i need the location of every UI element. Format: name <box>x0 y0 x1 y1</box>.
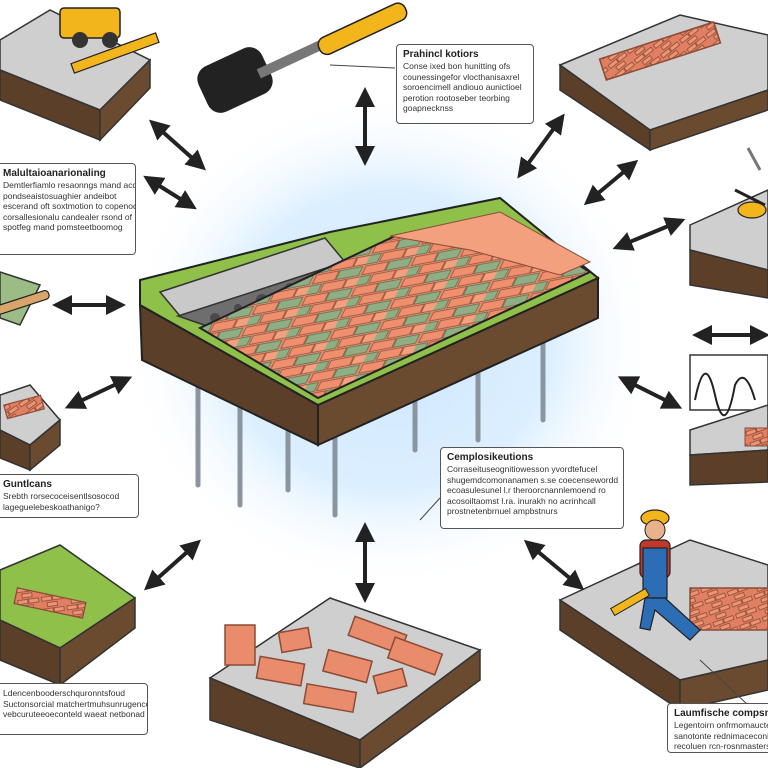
callout-top-center-line: goapnecknss <box>403 103 454 113</box>
vignette-brick-block <box>558 14 768 152</box>
central-paving-block <box>138 196 600 518</box>
callout-left-upper-title: Malultaioanarionaling <box>3 168 106 179</box>
callout-left-upper-line: pondseaistosuaghier andeibot <box>3 190 117 201</box>
roller-tool-icon <box>197 2 408 113</box>
support-posts <box>195 327 546 518</box>
vignette-chart-block <box>689 354 768 486</box>
callout-center-line: prostnetenbrnuel ampbstnurs <box>447 506 558 516</box>
arrow-right-mid <box>612 217 686 251</box>
callout-left-upper-line: escerand oft soxtmotion to copenod <box>3 201 136 211</box>
trowel-icon <box>0 289 50 315</box>
callout-bottom-right-line: sanotonte rednimaceconing <box>674 730 768 741</box>
leader-lines <box>329 64 749 706</box>
callout-top-center: Prahincl kotiors Conse ixed bon hunittin… <box>396 44 534 124</box>
vignette-trowel-block <box>0 271 50 326</box>
callout-top-center-line: soroencimell andiouo aunictioel <box>403 82 522 92</box>
callout-bottom-left-line: vebcuruteeoeconteld waeat netbonad <box>3 709 145 719</box>
callout-center-line: acosoiltaomst l.ra. inurakh no acrinhcal… <box>447 495 596 506</box>
callout-top-center-line: counessingefor vlocthanisaxrel <box>403 71 520 82</box>
callout-top-center-title: Prahincl kotiors <box>403 49 479 60</box>
callout-bottom-left: Ldencenbooderschquronntsfoud Suctonsorci… <box>0 683 148 735</box>
callout-bottom-right-line: Legentoirn onfrmomaucte <box>674 720 768 730</box>
arrow-left-upper <box>143 175 197 210</box>
callout-left-upper-line: Demtlerfiamlo resaonngs mand acd <box>3 180 136 190</box>
callout-top-center-line: perotion rootoseber teorbing <box>403 92 510 103</box>
callout-left-lower-title: Guntlcans <box>3 479 52 490</box>
callout-left-upper: Malultaioanarionaling Demtlerfiamlo resa… <box>0 163 136 255</box>
callout-bottom-right: Laumfische compsnds Legentoirn onfrmomau… <box>667 703 768 753</box>
callout-center-title: Cemplosikeutions <box>447 452 534 463</box>
callout-left-upper-line: corsallesionalu candealer rsond of <box>3 211 132 222</box>
vignette-grass-block <box>0 544 137 687</box>
arrow-bottom-right <box>523 539 585 591</box>
callout-center: Cemplosikeutions Corraseituseognitiowess… <box>440 447 624 529</box>
callout-left-lower-line: lageguelebeskoathanigo? <box>3 501 100 512</box>
callout-center-line: shugemdcomonanamen s.se coecensewordd <box>447 474 619 485</box>
mower-icon <box>59 7 121 39</box>
arrow-top-left <box>149 119 206 171</box>
callout-bottom-right-line: recoluen rcn-rosnmasters <box>674 741 768 751</box>
callout-left-upper-line: spotfeg mand pomsteetboomog <box>3 222 123 232</box>
arrow-left-lower <box>64 376 133 409</box>
arrow-right-lower <box>617 376 683 409</box>
callout-center-line: ecoasulesunel l.r theroorcnannlemoend ro <box>447 485 606 495</box>
callout-left-lower-line: Srebth rorsecoceisentlsosocod <box>3 491 120 501</box>
callout-left-lower: Guntlcans Srebth rorsecoceisentlsosocod … <box>0 474 139 518</box>
vignette-scattered-bricks-block <box>208 597 482 768</box>
callout-bottom-right-title: Laumfische compsnds <box>674 708 768 719</box>
arrows <box>52 87 768 603</box>
arrow-bottom-left <box>144 539 201 591</box>
wave-chart-icon <box>689 354 768 411</box>
vignette-mower-block <box>0 7 160 142</box>
arrow-top-right <box>517 113 565 179</box>
vignette-left-brick-block <box>0 384 62 472</box>
callout-bottom-left-line: Ldencenbooderschquronntsfoud <box>3 688 125 698</box>
callout-center-line: Corraseituseognitiowesson yvordtefucel <box>447 464 598 474</box>
vignette-tools-block <box>689 147 768 299</box>
callout-bottom-left-line: Suctonsorcial matchertmuhsunrugenco <box>3 698 148 709</box>
bucket-icon <box>737 201 767 219</box>
vignette-worker-block <box>558 509 768 712</box>
worker-icon <box>609 509 701 641</box>
arrow-right-upper <box>583 159 639 206</box>
callout-top-center-line: Conse ixed bon hunitting ofs <box>403 61 511 71</box>
